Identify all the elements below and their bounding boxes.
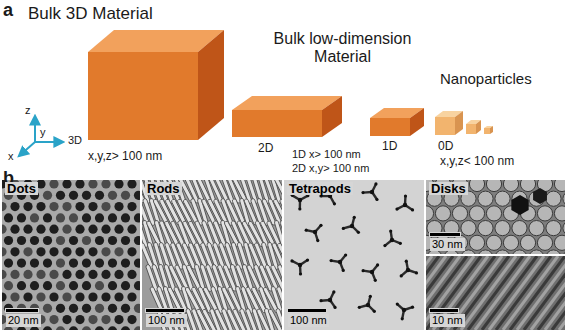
disks-panel: Disks 30 nm (426, 180, 565, 254)
axis-triad (19, 116, 63, 156)
dimension-label: 1D (382, 140, 397, 154)
scale-label: 100 nm (146, 314, 187, 327)
dimension-label: 0D (438, 140, 453, 154)
axis-label: y (40, 126, 46, 139)
rods-micrograph (142, 180, 282, 330)
panel-title: Rods (145, 182, 182, 195)
dimension-label: 2D (258, 142, 273, 156)
dots-micrograph (2, 180, 140, 330)
nanoparticle-cubes (435, 111, 493, 135)
micrographs (0, 176, 567, 332)
panel-title: Disks (429, 182, 468, 195)
axis-label: z (25, 104, 31, 117)
scale-label: 10 nm (430, 314, 465, 327)
bulk-1d-bar (370, 108, 424, 136)
bulk-2d-slab (232, 96, 342, 137)
disks-detail-panel: 10 nm (426, 256, 565, 330)
group-heading: Bulk 3D Material (28, 4, 153, 24)
panel-letter: a (3, 0, 13, 21)
scale-label: 20 nm (6, 314, 41, 327)
scale-label: 30 nm (430, 238, 465, 251)
panel-title: Tetrapods (287, 182, 353, 195)
bulk-3d-cube (88, 30, 224, 140)
disks-micrograph (426, 180, 565, 254)
size-note: x,y,z> 100 nm (88, 150, 162, 164)
dimension-label: 3D (68, 134, 82, 147)
group-heading: Bulk low-dimension Material (255, 30, 430, 67)
dots-panel: Dots 20 nm (2, 180, 140, 330)
rods-panel: Rods 100 nm (142, 180, 282, 330)
size-note: 2D x,y> 100 nm (292, 162, 369, 175)
tetrapods-micrograph (284, 180, 424, 330)
tetrapods-panel: Tetrapods 100 nm (284, 180, 424, 330)
group-heading: Nanoparticles (440, 70, 532, 87)
axis-label: x (8, 150, 14, 163)
size-note: 1D x> 100 nm (292, 148, 361, 161)
disks-stack-micrograph (426, 256, 565, 330)
panel-title: Dots (5, 182, 38, 195)
scale-label: 100 nm (288, 314, 329, 327)
scale-bars (5, 232, 461, 313)
size-note: x,y,z< 100 nm (440, 155, 514, 169)
